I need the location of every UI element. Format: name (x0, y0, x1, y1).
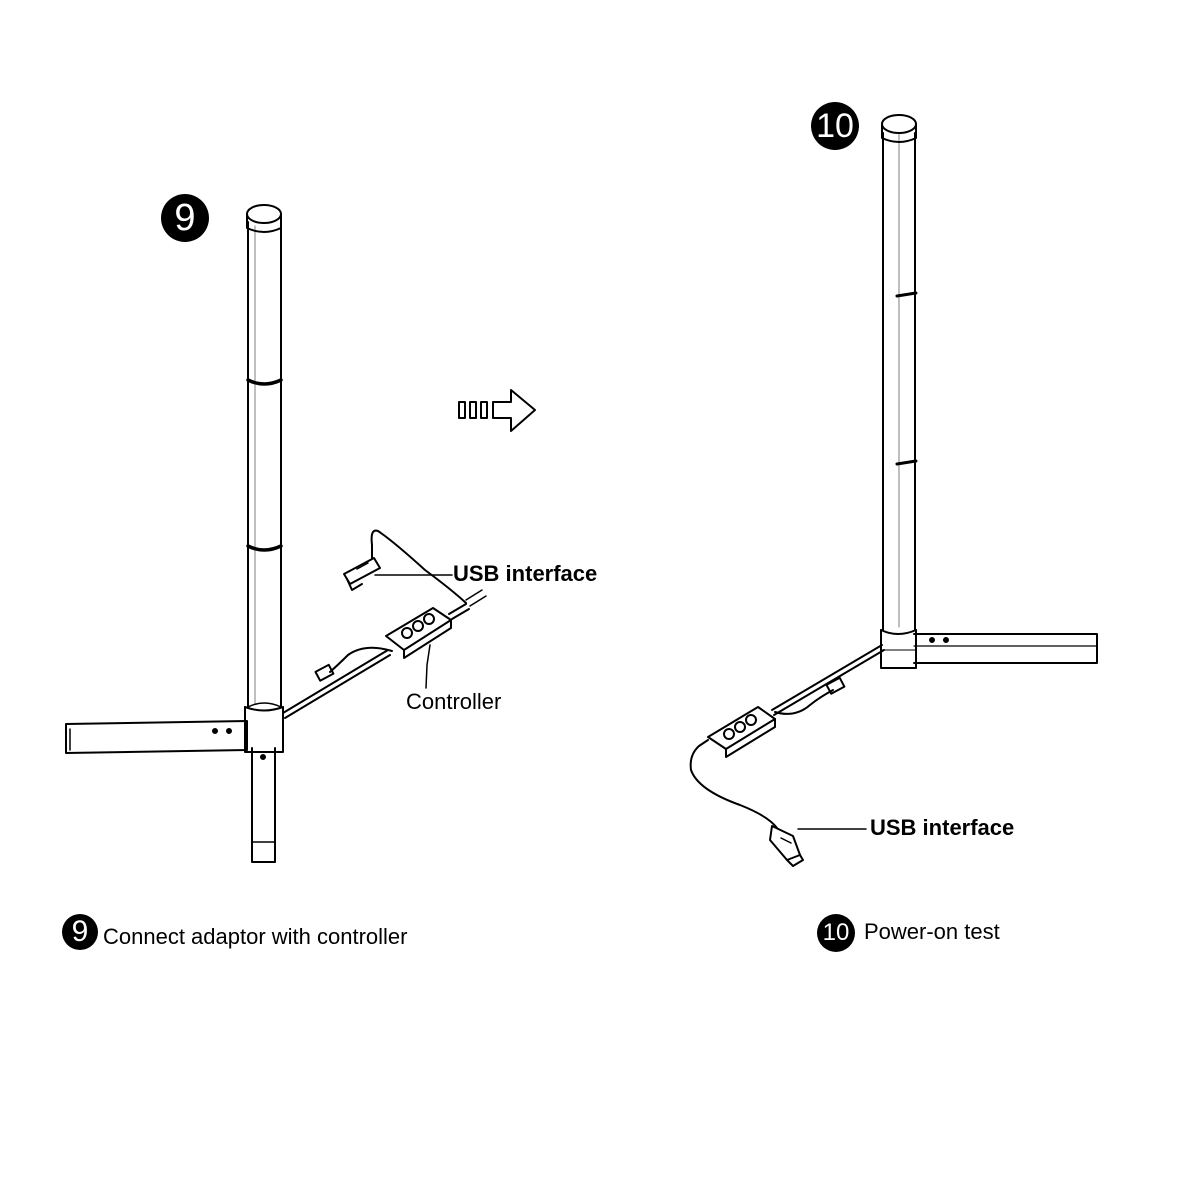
adaptor-plug-icon (825, 676, 846, 695)
adaptor-plug-icon (314, 663, 335, 682)
caption-step-badge: 10 (817, 914, 855, 952)
step-badge: 10 (811, 102, 859, 150)
step-badge: 9 (161, 194, 209, 242)
floor-lamp-icon (65, 204, 284, 863)
usb-plug-icon (769, 825, 804, 867)
step-caption: Power-on test (864, 919, 1000, 944)
caption-step-badge: 9 (62, 914, 98, 950)
usb-interface-label: USB interface (453, 561, 598, 586)
floor-lamp-icon (880, 114, 1098, 669)
usb-plug-icon (343, 557, 381, 591)
right-arrow-icon (458, 389, 536, 432)
controller-label: Controller (406, 689, 502, 714)
controller-box-icon (707, 706, 776, 758)
step-caption: Connect adaptor with controller (103, 924, 408, 949)
controller-box-icon (385, 607, 452, 659)
usb-interface-label: USB interface (870, 815, 1015, 840)
